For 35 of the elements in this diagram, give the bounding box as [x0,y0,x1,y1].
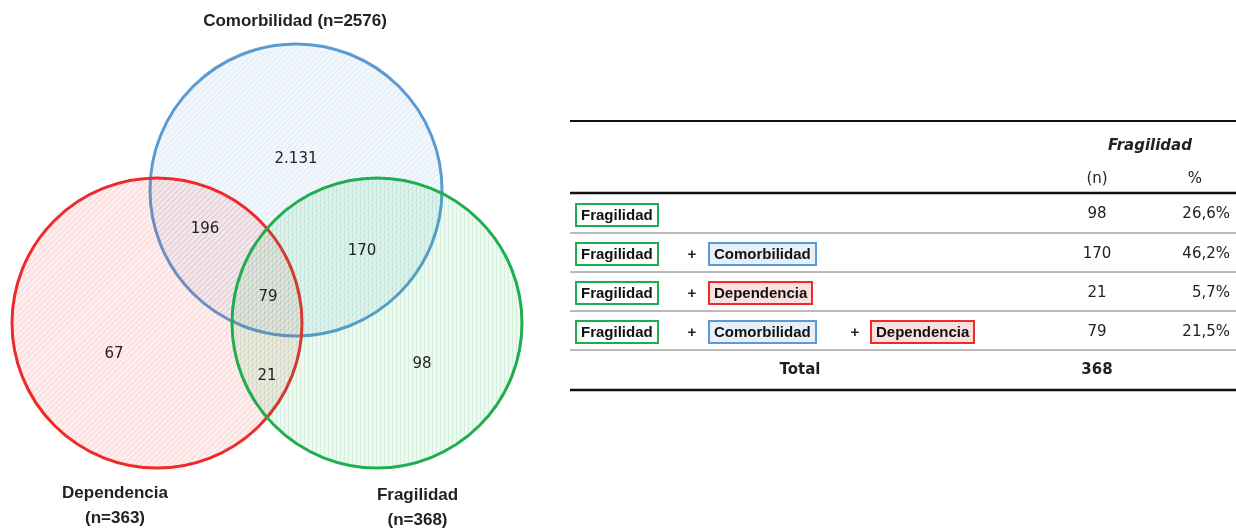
plus-sign: + [687,322,697,340]
region-count: 67 [104,344,124,362]
table-cell: 368 [1081,360,1113,378]
table-cell: 5,7% [1191,283,1230,301]
category-tag: Fragilidad [575,281,659,305]
plus-sign: + [687,244,697,262]
table-cell: 170 [1082,244,1112,262]
region-count: 170 [347,241,377,259]
table-cell: 46,2% [1182,244,1230,262]
plus-sign: + [850,322,860,340]
category-tag: Fragilidad [575,203,659,227]
region-count: 79 [258,287,278,305]
region-count: 21 [257,366,277,384]
plus-sign: + [687,283,697,301]
category-tag: Dependencia [870,320,976,344]
table-cell: 26,6% [1182,204,1230,222]
region-count: 196 [190,219,220,237]
set-title: Dependencia (n=363) [45,480,185,530]
category-tag: Fragilidad [575,320,659,344]
table-cell: (n) [1086,169,1108,187]
category-tag: Fragilidad [575,242,659,266]
category-tag: Comorbilidad [708,320,817,344]
table-cell: % [1187,169,1203,187]
table-cell: 21,5% [1182,322,1230,340]
table-cell: 79 [1087,322,1107,340]
region-count: 98 [412,354,432,372]
table-cell: Total [779,360,821,378]
category-tag: Comorbilidad [708,242,817,266]
category-tag: Dependencia [708,281,814,305]
region-count: 2.131 [274,149,318,167]
table-cell: 98 [1087,204,1107,222]
column-header: Fragilidad [1108,136,1192,154]
table-cell: 21 [1087,283,1107,301]
set-title: Comorbilidad (n=2576) [160,8,430,33]
set-title: Fragilidad (n=368) [360,482,475,531]
